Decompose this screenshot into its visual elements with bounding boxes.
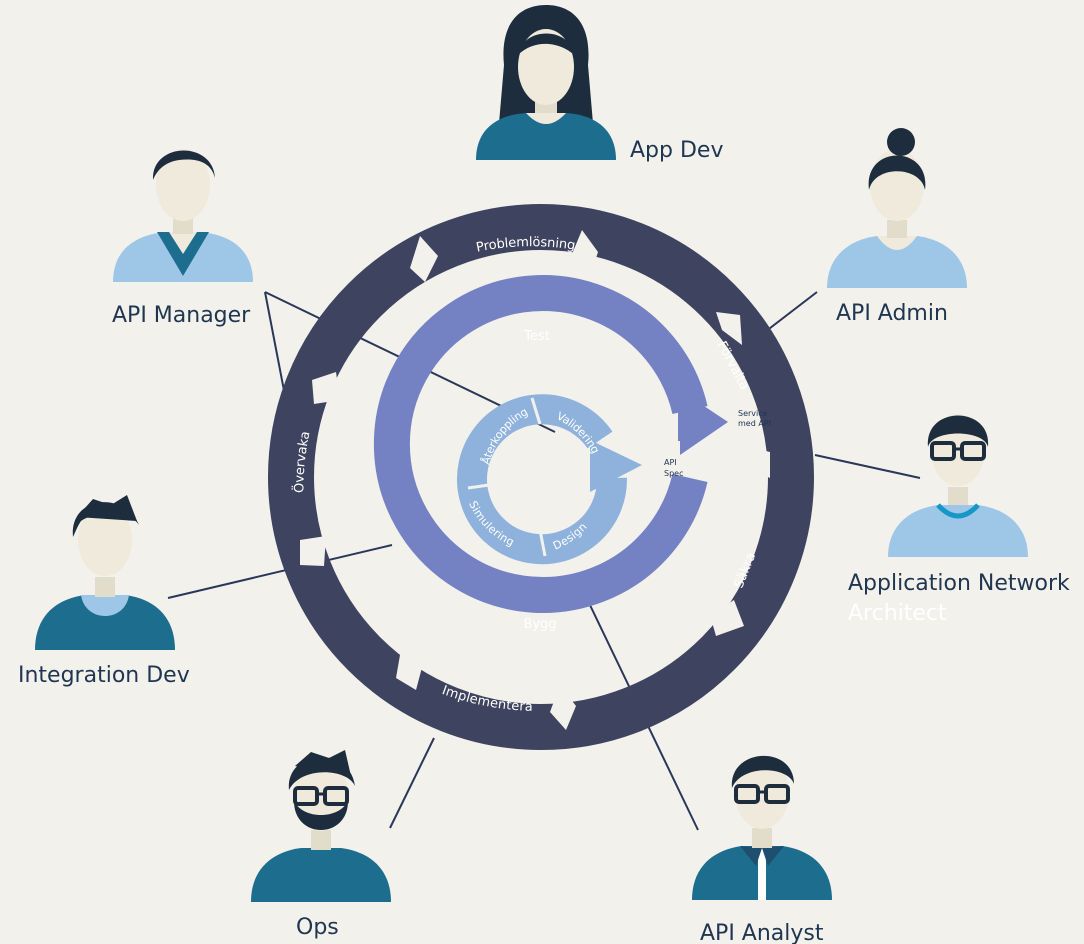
person-icon: [827, 128, 967, 288]
api-analyst-person: [692, 755, 832, 900]
label-api-manager: API Manager: [112, 303, 251, 328]
person-icon: [251, 750, 391, 902]
middle-label-test: Test: [523, 329, 550, 344]
inner-ring-arrowhead: [590, 440, 642, 492]
integration-dev-person: [35, 495, 175, 650]
connector-app-network-architect: [814, 454, 921, 479]
label-api-analyst: API Analyst: [700, 921, 824, 944]
label-integration-dev: Integration Dev: [18, 663, 190, 688]
person-icon: [888, 414, 1028, 557]
middle-ring-arc: [373, 275, 708, 613]
label-app-dev: App Dev: [630, 138, 723, 163]
ops-person: [251, 750, 391, 902]
inner-ring-arc: [457, 394, 628, 565]
person-icon: [692, 755, 832, 900]
api-admin-person: [827, 128, 967, 288]
inner-ring-separators: [467, 397, 547, 557]
person-icon: [35, 495, 175, 650]
middle-label-bygg: Bygg: [523, 617, 556, 632]
api-spec-line1: API: [664, 458, 677, 467]
connector-ops: [389, 737, 435, 829]
outer-label-problemlosning: Problemlösning: [475, 235, 576, 256]
label-ops: Ops: [296, 915, 339, 940]
api-spec-line2: Spec: [664, 469, 683, 478]
service-med-api-line1: Service: [738, 409, 768, 418]
outer-ring-separators: [300, 230, 770, 730]
api-manager-person: [113, 149, 253, 282]
label-api-admin: API Admin: [836, 301, 948, 326]
person-icon: [476, 5, 616, 160]
service-med-api-line2: med API: [738, 419, 771, 428]
person-icon: [113, 149, 253, 282]
app-network-architect-person: [888, 414, 1028, 557]
label-app-network-architect-line1: Application Network: [848, 571, 1070, 596]
connector-integration-dev: [167, 544, 393, 599]
middle-ring: Test Bygg Service med API: [373, 275, 771, 632]
label-app-network-architect-line2: Architect: [848, 601, 947, 626]
app-dev-person: [476, 5, 616, 160]
